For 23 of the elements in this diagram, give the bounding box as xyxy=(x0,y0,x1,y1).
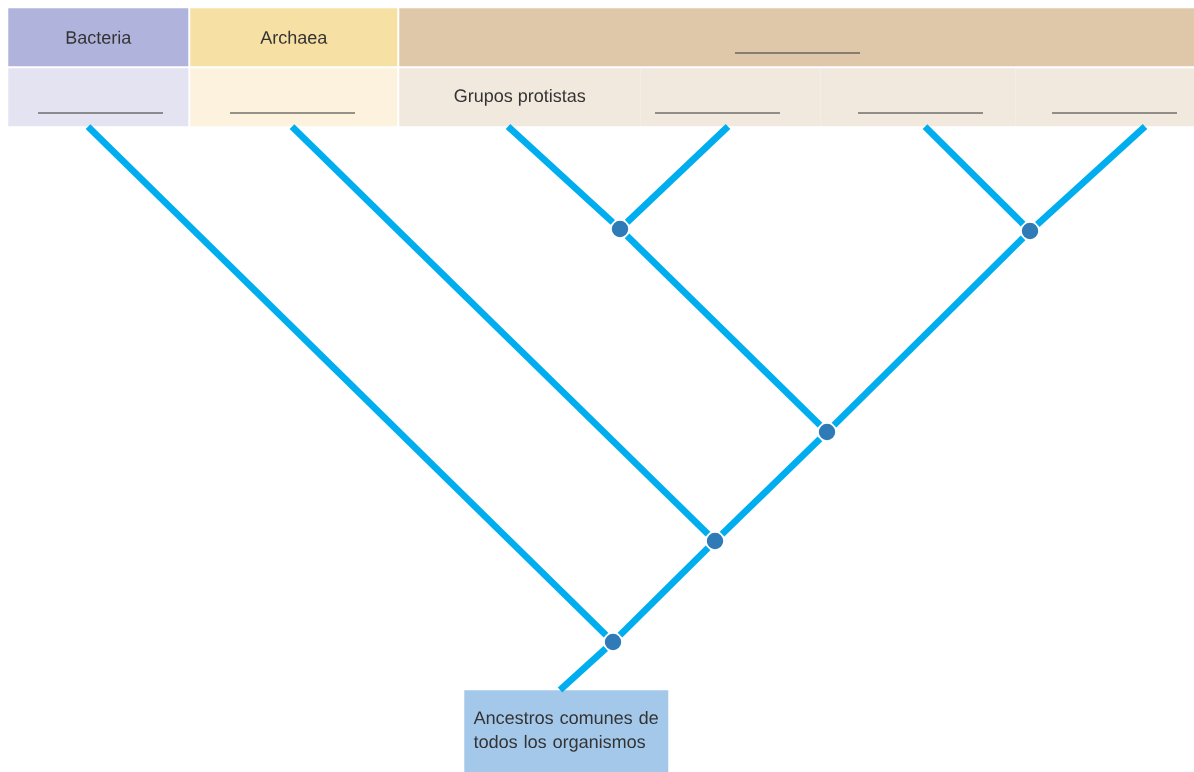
header-cell: Archaea xyxy=(190,8,398,67)
node-label: Grupos protistas xyxy=(454,88,586,106)
branch-line xyxy=(557,646,608,693)
table-cell xyxy=(8,68,189,127)
branch-line xyxy=(922,124,1026,227)
table-cell xyxy=(190,68,398,127)
table-cell xyxy=(1015,68,1194,127)
branch-line xyxy=(85,124,609,638)
branch-point xyxy=(610,219,630,239)
header-cell xyxy=(399,8,1194,67)
header-cell: Bacteria xyxy=(8,8,189,67)
table-cell xyxy=(820,68,1016,127)
table-cell xyxy=(640,68,821,127)
branch-line xyxy=(1035,124,1148,227)
branch-line xyxy=(624,124,731,225)
root-box: Ancestros comunes de todos los organismos xyxy=(464,690,669,772)
branch-line xyxy=(505,124,616,225)
table-cell: Grupos protistas xyxy=(399,68,641,127)
branch-line xyxy=(624,233,823,428)
branch-line xyxy=(719,436,823,537)
branch-line xyxy=(617,545,711,638)
branch-line xyxy=(831,235,1026,428)
branch-line xyxy=(289,124,711,537)
